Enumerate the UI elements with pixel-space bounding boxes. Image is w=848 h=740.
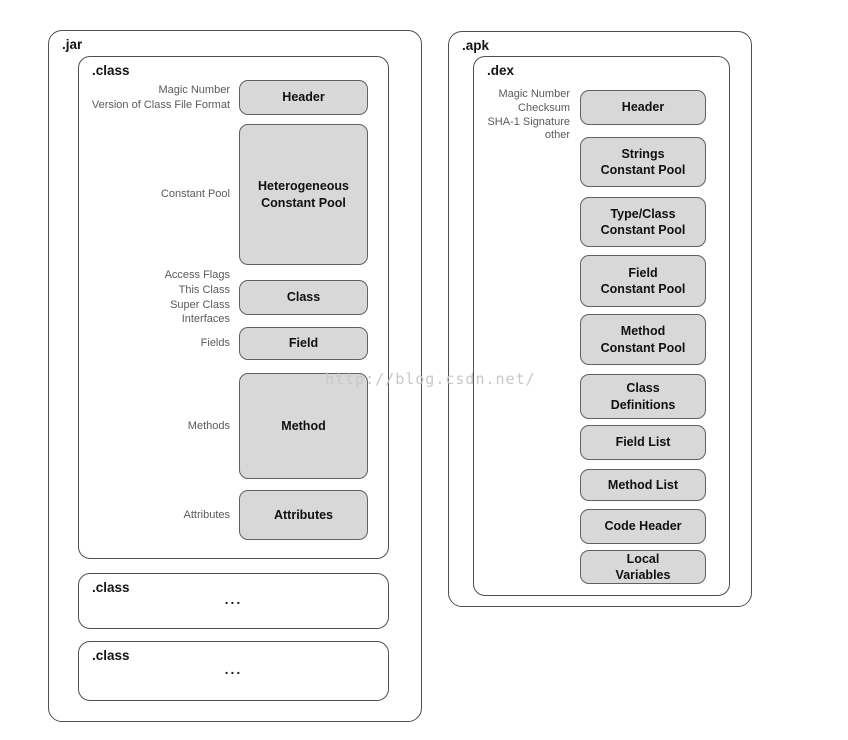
dex-box-method-list: Method List bbox=[580, 469, 706, 501]
class-file-extra-1: .class ... bbox=[78, 573, 389, 629]
box-class: Class bbox=[239, 280, 368, 315]
annotation-fields: Fields bbox=[200, 337, 230, 350]
box-method: Method bbox=[239, 373, 368, 479]
box-field: Field bbox=[239, 327, 368, 360]
dex-box-method-constant-pool: Method Constant Pool bbox=[580, 314, 706, 365]
class-label: .class bbox=[92, 63, 130, 78]
annotation-methods: Methods bbox=[187, 419, 230, 432]
annotation-access-flags: Access Flags This Class Super Class Inte… bbox=[164, 268, 230, 326]
box-heterogeneous-constant-pool: Heterogeneous Constant Pool bbox=[239, 124, 368, 265]
dex-box-code-header: Code Header bbox=[580, 509, 706, 544]
dex-box-strings-constant-pool: Strings Constant Pool bbox=[580, 137, 706, 187]
dex-container: .dex Magic Number Checksum SHA-1 Signatu… bbox=[473, 56, 730, 596]
dex-label: .dex bbox=[487, 63, 515, 78]
class-file-container: .class Magic Number Version of Class Fil… bbox=[78, 56, 389, 559]
class-label: .class bbox=[92, 580, 130, 595]
dex-box-field-constant-pool: Field Constant Pool bbox=[580, 255, 706, 307]
dex-box-field-list: Field List bbox=[580, 425, 706, 460]
dex-box-type-class-constant-pool: Type/Class Constant Pool bbox=[580, 197, 706, 247]
box-header: Header bbox=[239, 80, 368, 115]
class-label: .class bbox=[92, 648, 130, 663]
annotation-constant-pool: Constant Pool bbox=[160, 188, 230, 201]
ellipsis-placeholder: ... bbox=[224, 590, 243, 607]
annotation-attributes: Attributes bbox=[183, 508, 230, 521]
dex-box-local-variables: Local Variables bbox=[580, 550, 706, 584]
jar-label: .jar bbox=[62, 37, 83, 52]
annotation-dex-header-fields: Magic Number Checksum SHA-1 Signature ot… bbox=[487, 88, 570, 142]
annotation-magic-number-version: Magic Number Version of Class File Forma… bbox=[91, 83, 230, 111]
dex-box-class-definitions: Class Definitions bbox=[580, 374, 706, 419]
jar-container: .jar .class Magic Number Version of Clas… bbox=[48, 30, 422, 722]
dex-box-header: Header bbox=[580, 90, 706, 125]
class-file-extra-2: .class ... bbox=[78, 641, 389, 701]
box-attributes: Attributes bbox=[239, 490, 368, 540]
apk-container: .apk .dex Magic Number Checksum SHA-1 Si… bbox=[448, 31, 752, 607]
apk-label: .apk bbox=[462, 38, 490, 53]
ellipsis-placeholder: ... bbox=[224, 660, 243, 677]
